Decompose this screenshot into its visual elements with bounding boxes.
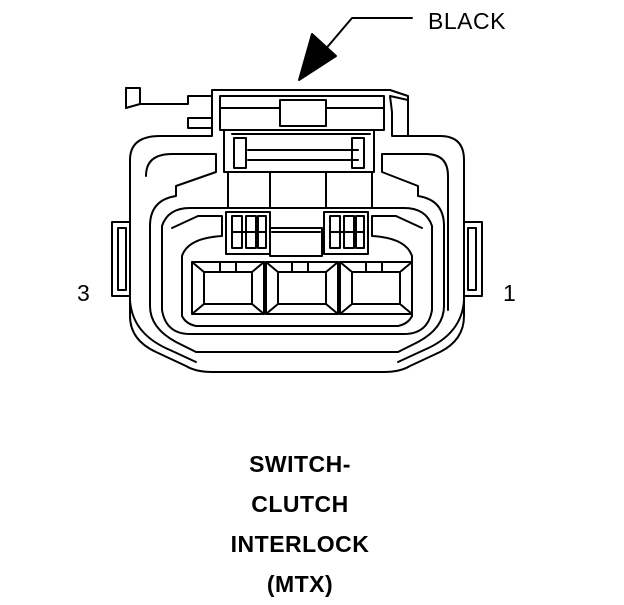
side-key-right xyxy=(463,221,483,297)
lock-window-left xyxy=(225,211,271,255)
pin-number-right: 1 xyxy=(503,280,516,306)
title-line: SWITCH- xyxy=(249,451,351,477)
lock-window-right xyxy=(323,211,369,255)
terminal-cavity-pin-3 xyxy=(191,261,265,315)
terminal-cavity-pin-1 xyxy=(339,261,413,315)
title-line: INTERLOCK xyxy=(230,531,370,557)
connector-title: SWITCH- CLUTCH INTERLOCK (MTX) xyxy=(150,444,450,604)
color-leader-line xyxy=(298,17,413,81)
connector-inner-shell xyxy=(149,153,449,353)
terminal-cavity-pin-2 xyxy=(265,261,339,315)
connector-cavity xyxy=(161,207,433,335)
leader-arrow-icon xyxy=(298,33,337,81)
connector-shell-band xyxy=(129,299,465,363)
title-line: (MTX) xyxy=(266,571,334,597)
pin-number-left: 3 xyxy=(77,280,90,306)
wire-color-label: BLACK xyxy=(428,8,506,34)
connector-latch xyxy=(125,87,213,129)
title-line: CLUTCH xyxy=(251,491,349,517)
side-key-left xyxy=(111,221,131,297)
connector-lock-block xyxy=(219,95,385,209)
connector-outer-shell xyxy=(129,89,465,373)
